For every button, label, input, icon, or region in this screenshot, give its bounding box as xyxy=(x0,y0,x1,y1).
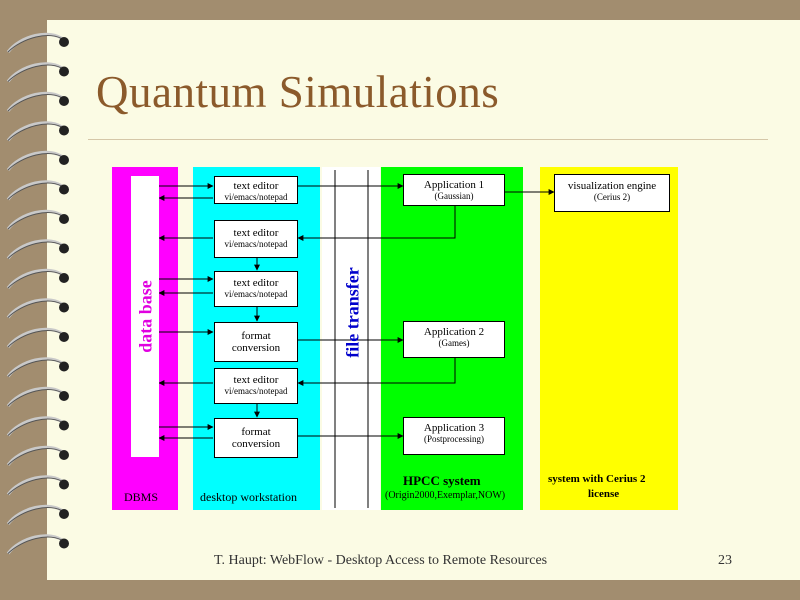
slide-title: Quantum Simulations xyxy=(96,67,500,117)
lane-label-desktop: desktop workstation xyxy=(200,490,297,504)
desktop-box-3: text editor vi/emacs/notepad xyxy=(214,271,298,307)
app-box-2: Application 2 (Games) xyxy=(403,321,505,358)
app-box-1: Application 1 (Gaussian) xyxy=(403,174,505,206)
lane-cerius xyxy=(540,167,678,510)
title-divider xyxy=(88,139,768,140)
desktop-box-5: text editor vi/emacs/notepad xyxy=(214,368,298,404)
desktop-box-2: text editor vi/emacs/notepad xyxy=(214,220,298,258)
lane-sublabel-hpcc: (Origin2000,Exemplar,NOW) xyxy=(385,490,506,501)
desktop-box-1: text editor vi/emacs/notepad xyxy=(214,176,298,204)
lane-sublabel-cerius: license xyxy=(588,488,620,500)
lane-label-cerius: system with Cerius 2 xyxy=(548,473,646,485)
database-vertical-label: data base xyxy=(135,280,156,353)
spiral-binding-icon xyxy=(6,32,69,555)
visualization-box: visualization engine (Cerius 2) xyxy=(554,174,670,212)
app-box-3: Application 3 (Postprocessing) xyxy=(403,417,505,455)
slide-footer: T. Haupt: WebFlow - Desktop Access to Re… xyxy=(214,553,548,568)
lane-label-dbms: DBMS xyxy=(124,490,159,504)
desktop-box-4: format conversion xyxy=(214,322,298,362)
file-transfer-vertical-label: file transfer xyxy=(342,267,363,358)
lane-transfer xyxy=(322,167,380,510)
lane-label-hpcc: HPCC system xyxy=(403,473,481,488)
database-bar xyxy=(131,176,159,457)
page-number: 23 xyxy=(718,553,732,568)
desktop-box-6: format conversion xyxy=(214,418,298,458)
